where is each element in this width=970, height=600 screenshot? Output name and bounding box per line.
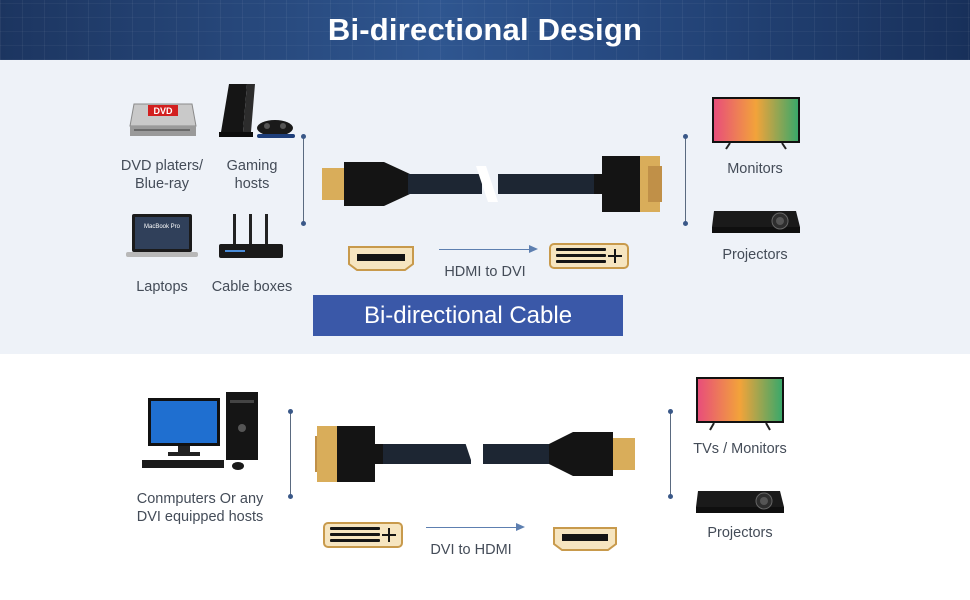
projectors-label: Projectors [707, 525, 773, 541]
hdmi-to-dvi-cable-image [322, 156, 662, 212]
projector-icon [712, 211, 800, 233]
arrow-head-icon [516, 523, 525, 531]
dvi-port-icon [323, 522, 403, 548]
cable-boxes-label: Cable boxes [211, 279, 293, 295]
hdmi-to-dvi-label: HDMI to DVI [444, 264, 526, 280]
target-bracket-line [670, 411, 671, 497]
monitors-label: Monitors [727, 161, 783, 177]
target-bracket-dot [683, 221, 688, 226]
target-bracket-line [685, 136, 686, 224]
target-bracket-dot [668, 409, 673, 414]
arrow-head-icon [529, 245, 538, 253]
gaming-hosts-label: Gaming hosts [226, 158, 278, 192]
source-bracket-dot [288, 409, 293, 414]
tv-icon [696, 377, 784, 431]
conversion-arrow [426, 527, 516, 528]
bi-directional-cable-banner: Bi-directional Cable [313, 295, 623, 336]
desktop-computer-icon [142, 392, 258, 470]
page-title: Bi-directional Design [327, 12, 643, 47]
laptop-icon: MacBook Pro [126, 214, 198, 257]
conversion-arrow [439, 249, 529, 250]
projector-icon [696, 491, 784, 513]
target-bracket-dot [668, 494, 673, 499]
dvd-players-label: DVD platers/ Blue-ray [120, 158, 204, 192]
dvi-to-hdmi-cable-image [315, 426, 635, 482]
projectors-label: Projectors [722, 247, 788, 263]
laptops-label: Laptops [136, 279, 188, 295]
svg-text:MacBook Pro: MacBook Pro [144, 224, 181, 230]
hdmi-port-icon [348, 246, 414, 271]
source-bracket-dot [288, 494, 293, 499]
hdmi-port-icon [553, 527, 617, 551]
target-bracket-dot [683, 134, 688, 139]
cable-box-icon [219, 214, 283, 258]
monitor-icon [712, 97, 800, 150]
dvi-port-icon [549, 243, 629, 269]
svg-text:DVD: DVD [153, 106, 173, 116]
source-bracket-line [290, 411, 291, 497]
game-console-icon [219, 84, 295, 138]
source-bracket-dot [301, 134, 306, 139]
header-banner: Bi-directional Design [0, 0, 970, 60]
dvi-to-hdmi-label: DVI to HDMI [430, 542, 512, 558]
source-bracket-dot [301, 221, 306, 226]
dvd-player-icon: DVD [129, 103, 197, 136]
tvs-monitors-label: TVs / Monitors [693, 441, 787, 457]
computers-label: Conmputers Or any DVI equipped hosts [136, 491, 264, 525]
source-bracket-line [303, 136, 304, 224]
bottom-panel [0, 354, 970, 600]
